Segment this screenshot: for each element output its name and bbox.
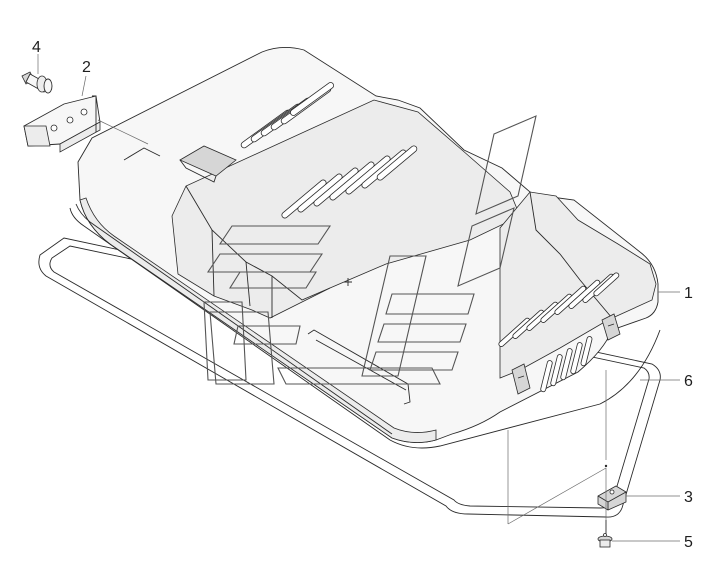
bolt-washer <box>21 71 53 94</box>
callout-5: 5 <box>684 534 693 551</box>
callout-2: 2 <box>82 59 91 76</box>
engine-cover <box>69 47 661 449</box>
callout-1: 1 <box>684 285 693 302</box>
callout-3: 3 <box>684 489 693 506</box>
louvre-group-b <box>281 145 418 219</box>
watermark-logo <box>203 115 537 385</box>
louvre-group-a <box>240 82 335 149</box>
louvre-group-d <box>540 336 593 393</box>
leader-lines <box>37 54 680 542</box>
callout-4: 4 <box>32 39 41 56</box>
louvre-group-c <box>498 272 620 347</box>
screw <box>597 520 613 548</box>
latch-bracket <box>597 485 627 511</box>
hinge <box>23 95 101 153</box>
callout-6: 6 <box>684 373 693 390</box>
